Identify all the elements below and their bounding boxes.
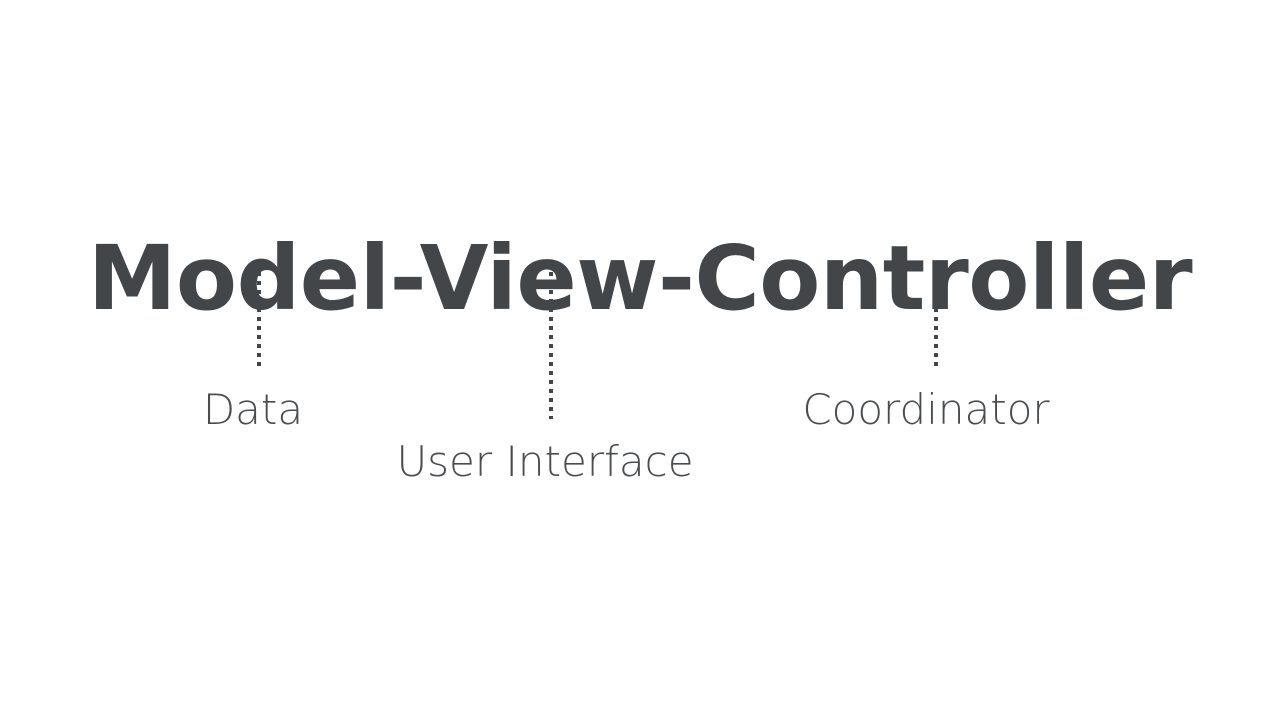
connector-line-controller — [934, 272, 938, 366]
annotation-label-model: Data — [202, 385, 304, 434]
connector-line-model — [257, 272, 261, 366]
page-title: Model-View-Controller — [87, 225, 1193, 330]
annotation-label-view: User Interface — [396, 437, 694, 486]
annotation-label-controller: Coordinator — [802, 385, 1050, 434]
connector-line-view — [549, 272, 553, 419]
